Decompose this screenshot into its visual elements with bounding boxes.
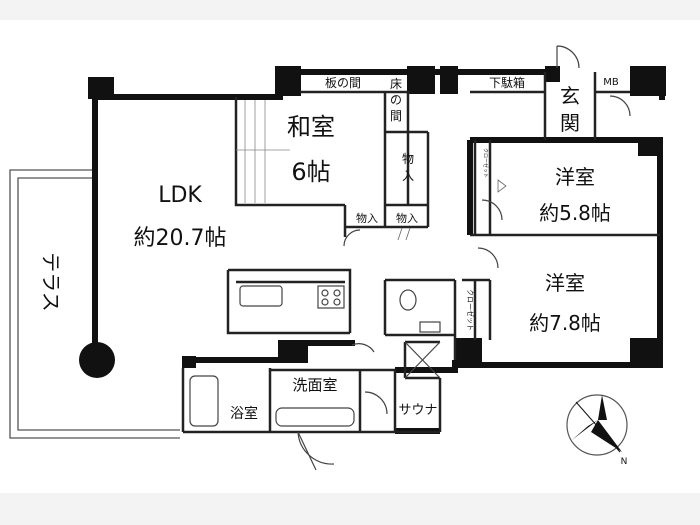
compass-north-label: N	[621, 457, 628, 467]
youshitsu2-label: 洋室	[545, 271, 585, 295]
toilet-sink	[419, 321, 441, 333]
bottom-band	[0, 493, 700, 525]
closet2-label: クローゼット	[466, 289, 475, 331]
bathtub	[189, 375, 219, 427]
wall-columns	[88, 66, 666, 434]
monoire-top-char-2: 入	[402, 169, 414, 183]
mb-label: MB	[603, 77, 619, 88]
compass-icon	[566, 394, 628, 456]
sauna-label: サウナ	[398, 403, 437, 418]
toilet	[399, 289, 417, 311]
ldk-size: 約20.7帖	[134, 226, 227, 251]
kitchen-sink	[239, 285, 283, 307]
tokonoma-char-2: の	[390, 93, 402, 107]
closet-hatching	[397, 179, 507, 241]
tatami-lines	[236, 100, 290, 203]
fixtures	[189, 285, 441, 427]
youshitsu1-label: 洋室	[555, 165, 595, 189]
shoe-box-label: 下駄箱	[489, 75, 525, 90]
stove	[317, 285, 345, 309]
tokonoma-char-1: 床	[390, 77, 402, 91]
monoire-a-label: 物入	[356, 211, 378, 225]
door-swings	[297, 45, 631, 471]
bath-label: 浴室	[230, 405, 258, 422]
tokonoma-char-3: 間	[390, 109, 402, 123]
youshitsu2-size: 約7.8帖	[529, 311, 601, 335]
monoire-b-label: 物入	[396, 211, 418, 225]
closet1-label: クローゼット	[482, 148, 489, 178]
wash-basin	[275, 407, 355, 427]
ldk-label: LDK	[158, 183, 202, 208]
genkan-label-1: 玄	[560, 84, 580, 108]
genkan-label-2: 関	[560, 111, 580, 135]
terrace-label: テラス	[39, 252, 63, 312]
interior-walls	[181, 72, 660, 434]
top-band	[0, 0, 700, 20]
washroom-label: 洗面室	[292, 376, 337, 394]
washitsu-size: 6帖	[291, 158, 330, 186]
youshitsu1-size: 約5.8帖	[539, 201, 611, 225]
terrace-area	[9, 169, 180, 439]
washitsu-label: 和室	[287, 113, 335, 141]
itanoma-label: 板の間	[325, 76, 361, 90]
structural-column	[79, 342, 115, 378]
monoire-top-char-1: 物	[402, 152, 414, 166]
